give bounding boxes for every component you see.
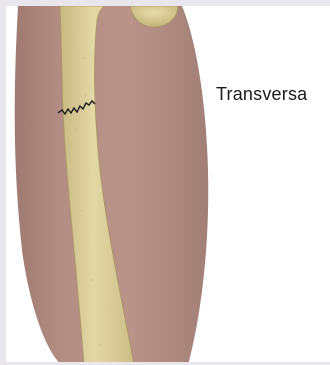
- fracture-type-label: Transversa: [216, 84, 307, 105]
